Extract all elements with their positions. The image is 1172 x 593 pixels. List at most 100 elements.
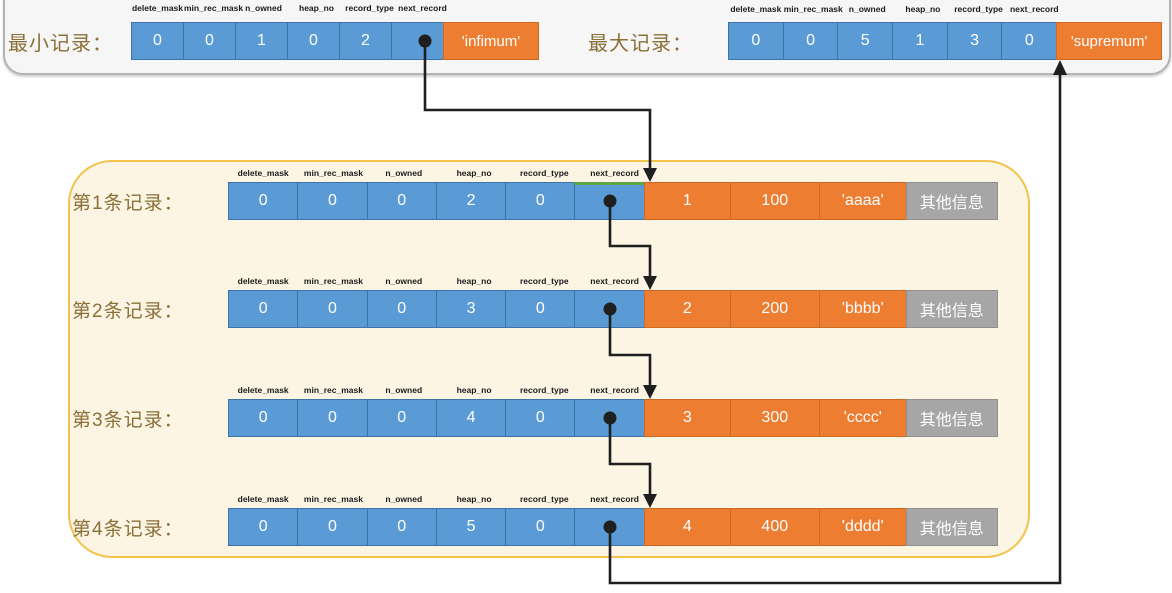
record3-cell-col3: 'cccc' xyxy=(818,399,907,437)
record2-field-labels: delete_mask min_rec_mask n_owned heap_no… xyxy=(228,276,650,286)
supremum-cell-next-record: 0 xyxy=(1001,22,1058,60)
field-label-min-rec-mask: min_rec_mask xyxy=(184,3,244,13)
supremum-cell-n-owned: 5 xyxy=(837,22,894,60)
field-label-heap-no: heap_no xyxy=(456,168,492,178)
record1-cell-delete-mask: 0 xyxy=(228,182,299,220)
record1-cell-next-record xyxy=(574,182,645,220)
supremum-cell-record-type: 3 xyxy=(946,22,1003,60)
field-label-n-owned: n_owned xyxy=(385,385,423,395)
record4-cell-n-owned: 0 xyxy=(366,508,437,546)
record2-cell-col1: 2 xyxy=(643,290,731,328)
field-label-heap-no: heap_no xyxy=(456,276,492,286)
supremum-cell-heap-no: 1 xyxy=(892,22,948,60)
field-label-record-type: record_type xyxy=(520,385,569,395)
field-label-delete-mask: delete_mask xyxy=(131,3,184,13)
field-label-min-rec-mask: min_rec_mask xyxy=(783,4,843,14)
field-label-record-type: record_type xyxy=(520,168,569,178)
record4-cell-heap-no: 5 xyxy=(435,508,507,546)
field-label-min-rec-mask: min_rec_mask xyxy=(303,276,363,286)
record3-cell-heap-no: 4 xyxy=(435,399,507,437)
record1-cell-record-type: 0 xyxy=(505,182,576,220)
field-label-next-record: next_record xyxy=(590,276,639,286)
field-label-min-rec-mask: min_rec_mask xyxy=(303,385,363,395)
record4-row: 0 0 0 5 0 4 400 'dddd' 其他信息 xyxy=(228,508,998,546)
record3-cell-min-rec-mask: 0 xyxy=(297,399,368,437)
record1-cell-other-info: 其他信息 xyxy=(905,182,998,220)
field-label-delete-mask: delete_mask xyxy=(237,494,289,504)
record3-label: 第3条记录： xyxy=(72,409,184,431)
record1-field-labels: delete_mask min_rec_mask n_owned heap_no… xyxy=(228,168,650,178)
record3-field-labels: delete_mask min_rec_mask n_owned heap_no… xyxy=(228,385,650,395)
record4-field-labels: delete_mask min_rec_mask n_owned heap_no… xyxy=(228,494,650,504)
record1-cell-min-rec-mask: 0 xyxy=(297,182,368,220)
record2-cell-next-record xyxy=(574,290,645,328)
infimum-cell-heap-no: 0 xyxy=(287,22,340,60)
field-label-n-owned: n_owned xyxy=(385,276,423,286)
field-label-next-record: next_record xyxy=(590,494,639,504)
record2-cell-heap-no: 3 xyxy=(435,290,507,328)
infimum-field-labels: delete_mask min_rec_mask n_owned heap_no… xyxy=(131,3,449,13)
infimum-cell-record-type: 2 xyxy=(339,22,392,60)
field-label-next-record: next_record xyxy=(590,385,639,395)
supremum-label: 最大记录： xyxy=(588,32,693,55)
record4-cell-col2: 400 xyxy=(729,508,820,546)
record4-cell-col1: 4 xyxy=(643,508,731,546)
record1-cell-col3: 'aaaa' xyxy=(818,182,907,220)
record2-cell-n-owned: 0 xyxy=(366,290,437,328)
record1-cell-heap-no: 2 xyxy=(435,182,507,220)
record1-cell-col1: 1 xyxy=(643,182,731,220)
supremum-cell-min-rec-mask: 0 xyxy=(782,22,839,60)
record4-cell-other-info: 其他信息 xyxy=(905,508,998,546)
infimum-row: 0 0 1 0 2 'infimum' xyxy=(131,22,539,60)
record4-cell-col3: 'dddd' xyxy=(818,508,907,546)
record4-cell-next-record xyxy=(574,508,645,546)
field-label-heap-no: heap_no xyxy=(456,385,492,395)
supremum-field-labels: delete_mask min_rec_mask n_owned heap_no… xyxy=(728,4,1062,14)
field-label-min-rec-mask: min_rec_mask xyxy=(303,168,363,178)
record2-label: 第2条记录： xyxy=(72,300,184,322)
field-label-next-record: next_record xyxy=(398,3,447,13)
field-label-n-owned: n_owned xyxy=(848,4,886,14)
record3-cell-n-owned: 0 xyxy=(366,399,437,437)
field-label-record-type: record_type xyxy=(520,494,569,504)
record3-cell-other-info: 其他信息 xyxy=(905,399,998,437)
record4-cell-delete-mask: 0 xyxy=(228,508,299,546)
record3-cell-record-type: 0 xyxy=(505,399,576,437)
infimum-cell-n-owned: 1 xyxy=(235,22,288,60)
supremum-cell-delete-mask: 0 xyxy=(728,22,784,60)
field-label-next-record: next_record xyxy=(1009,4,1059,14)
infimum-label: 最小记录： xyxy=(8,32,113,55)
field-label-min-rec-mask: min_rec_mask xyxy=(303,494,363,504)
supremum-tail-cell: 'supremum' xyxy=(1056,22,1163,60)
field-label-heap-no: heap_no xyxy=(456,494,492,504)
field-label-delete-mask: delete_mask xyxy=(730,4,782,14)
record3-cell-col2: 300 xyxy=(729,399,820,437)
record3-row: 0 0 0 4 0 3 300 'cccc' 其他信息 xyxy=(228,399,998,437)
field-label-record-type: record_type xyxy=(520,276,569,286)
field-label-n-owned: n_owned xyxy=(245,3,282,13)
field-label-delete-mask: delete_mask xyxy=(237,168,289,178)
infimum-tail-cell: 'infimum' xyxy=(443,22,539,60)
record2-cell-other-info: 其他信息 xyxy=(905,290,998,328)
record3-cell-col1: 3 xyxy=(643,399,731,437)
record1-cell-col2: 100 xyxy=(729,182,820,220)
record2-cell-col3: 'bbbb' xyxy=(818,290,907,328)
record3-cell-next-record xyxy=(574,399,645,437)
field-label-next-record: next_record xyxy=(590,168,639,178)
field-label-delete-mask: delete_mask xyxy=(237,276,289,286)
record2-cell-delete-mask: 0 xyxy=(228,290,299,328)
record1-cell-n-owned: 0 xyxy=(366,182,437,220)
record4-label: 第4条记录： xyxy=(72,518,184,540)
field-label-record-type: record_type xyxy=(345,3,394,13)
infimum-cell-next-record xyxy=(391,22,444,60)
record2-cell-col2: 200 xyxy=(729,290,820,328)
field-label-heap-no: heap_no xyxy=(299,3,334,13)
infimum-cell-min-rec-mask: 0 xyxy=(183,22,236,60)
record2-cell-record-type: 0 xyxy=(505,290,576,328)
record2-cell-min-rec-mask: 0 xyxy=(297,290,368,328)
infimum-cell-delete-mask: 0 xyxy=(131,22,184,60)
field-label-heap-no: heap_no xyxy=(905,4,941,14)
record2-row: 0 0 0 3 0 2 200 'bbbb' 其他信息 xyxy=(228,290,998,328)
supremum-row: 0 0 5 1 3 0 'supremum' xyxy=(728,22,1163,60)
record4-cell-record-type: 0 xyxy=(505,508,576,546)
